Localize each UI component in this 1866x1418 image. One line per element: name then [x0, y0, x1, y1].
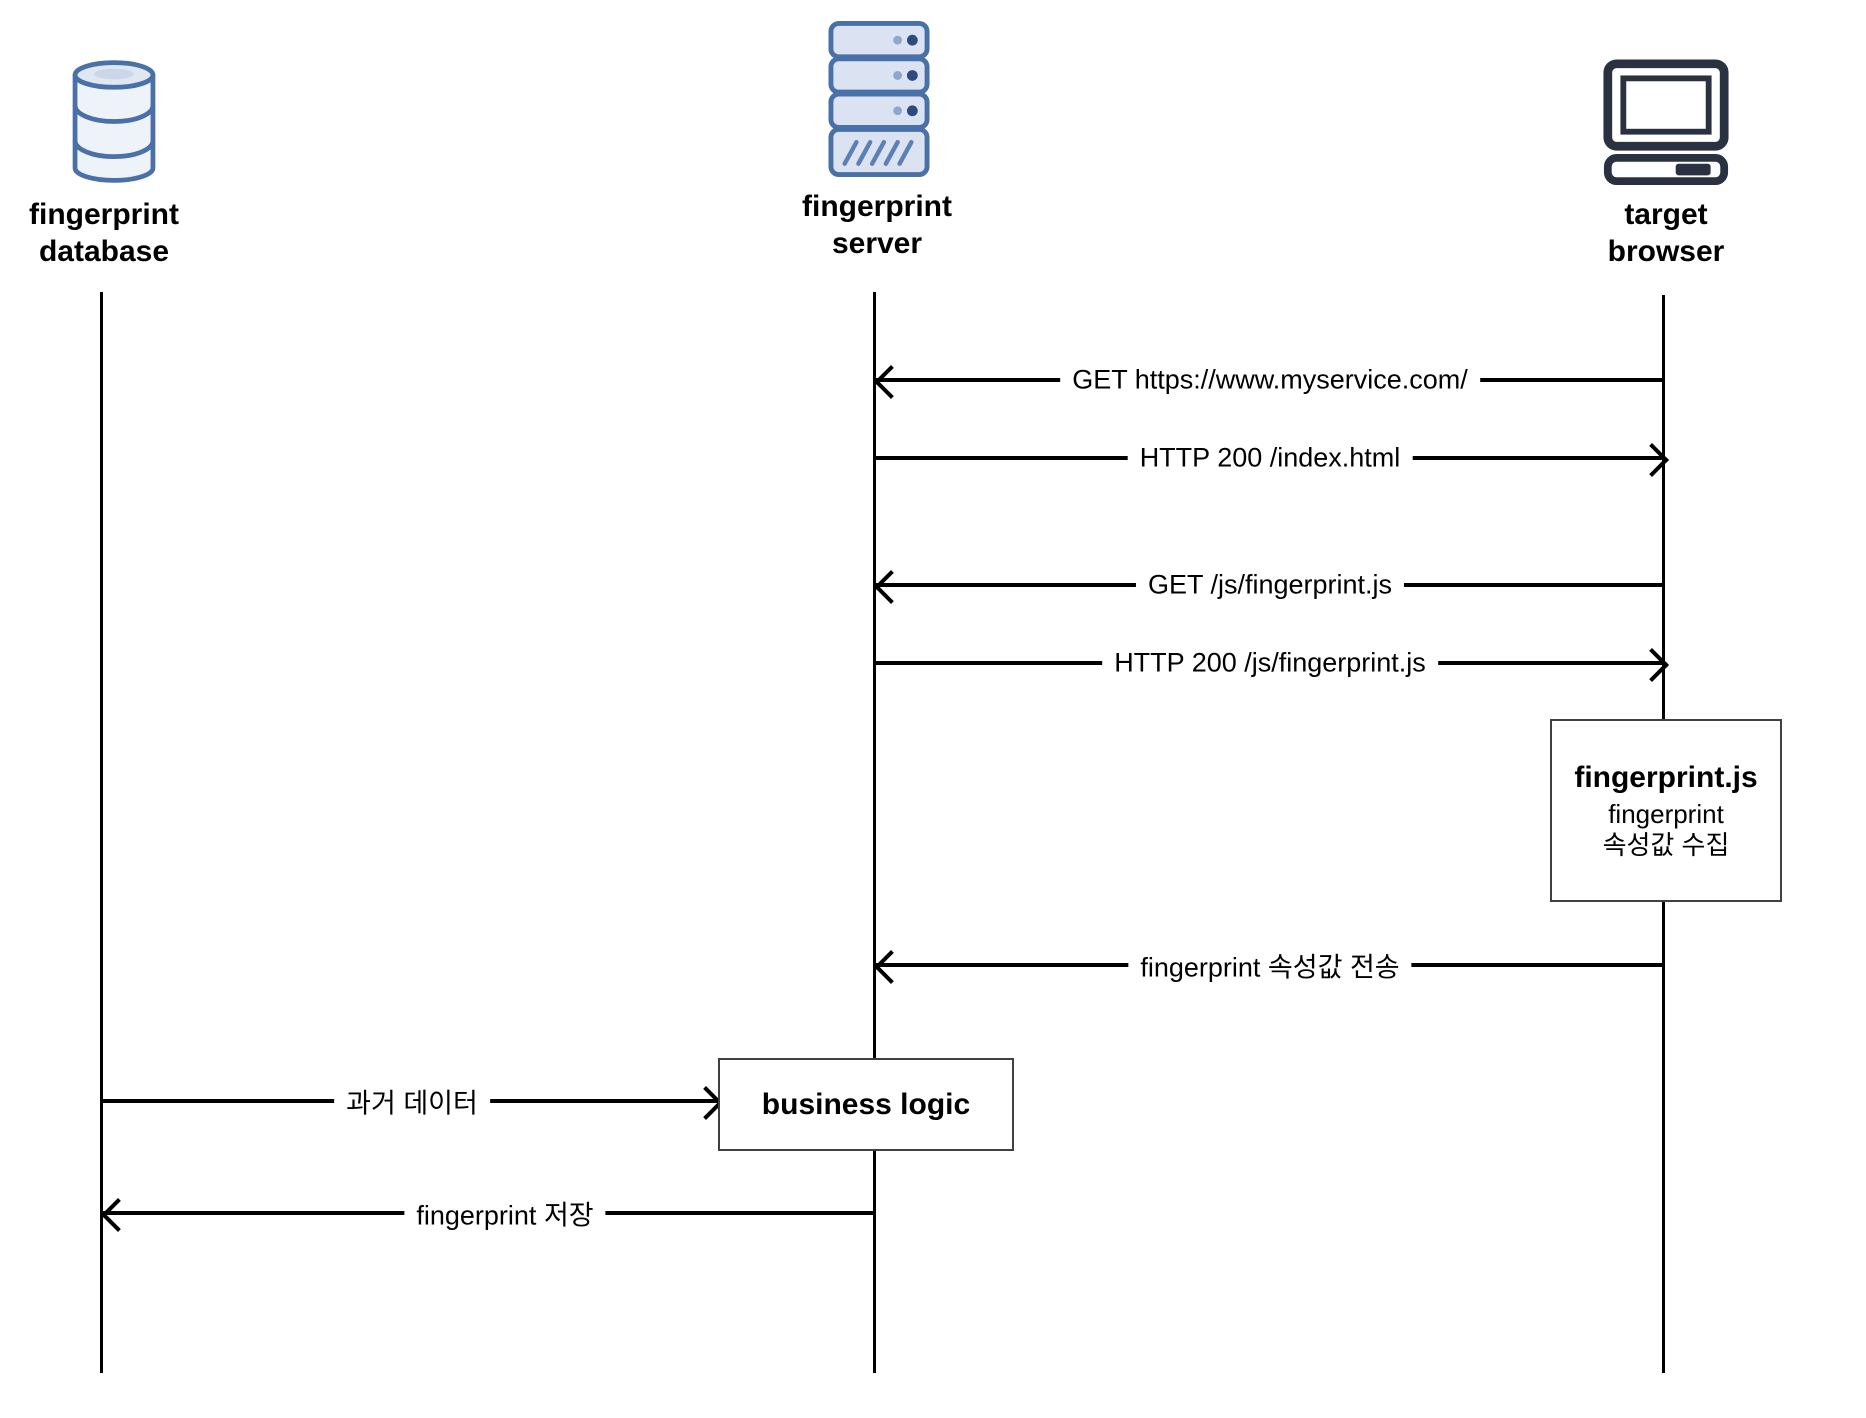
business-logic-box: business logic: [718, 1058, 1014, 1151]
server-icon: [828, 21, 930, 177]
fingerprintjs-note: fingerprint.js fingerprint 속성값 수집: [1550, 719, 1782, 902]
message-label: 과거 데이터: [334, 1079, 490, 1123]
message-label: HTTP 200 /js/fingerprint.js: [1102, 645, 1438, 681]
actor-label-fingerprint-server: fingerprint server: [802, 190, 952, 260]
browser-icon: [1603, 59, 1729, 186]
message-label: GET /js/fingerprint.js: [1135, 567, 1405, 603]
lifeline-fingerprint-server: [873, 292, 876, 1373]
actor-target-browser: [1602, 58, 1730, 191]
fingerprintjs-note-line: 속성값 수집: [1602, 829, 1730, 860]
arrowhead-left-icon: [874, 365, 908, 399]
fingerprintjs-note-line: fingerprint: [1608, 798, 1724, 829]
message-label: GET https://www.myservice.com/: [1060, 362, 1480, 398]
database-icon: [72, 60, 156, 183]
actor-label-fingerprint-database: fingerprint database: [29, 198, 179, 268]
lifeline-fingerprint-database: [100, 292, 103, 1373]
arrowhead-left-icon: [874, 950, 908, 984]
message-label: HTTP 200 /index.html: [1127, 440, 1413, 476]
actor-fingerprint-server: [828, 20, 930, 183]
message-label: fingerprint 속성값 전송: [1128, 943, 1412, 987]
business-logic-label: business logic: [761, 1087, 971, 1121]
arrowhead-left-icon: [101, 1198, 135, 1232]
actor-label-target-browser: target browser: [1607, 198, 1725, 268]
message-label: fingerprint 저장: [404, 1191, 606, 1235]
actor-fingerprint-database: [66, 55, 162, 193]
fingerprintjs-note-title: fingerprint.js: [1574, 760, 1758, 794]
arrowhead-left-icon: [874, 570, 908, 604]
